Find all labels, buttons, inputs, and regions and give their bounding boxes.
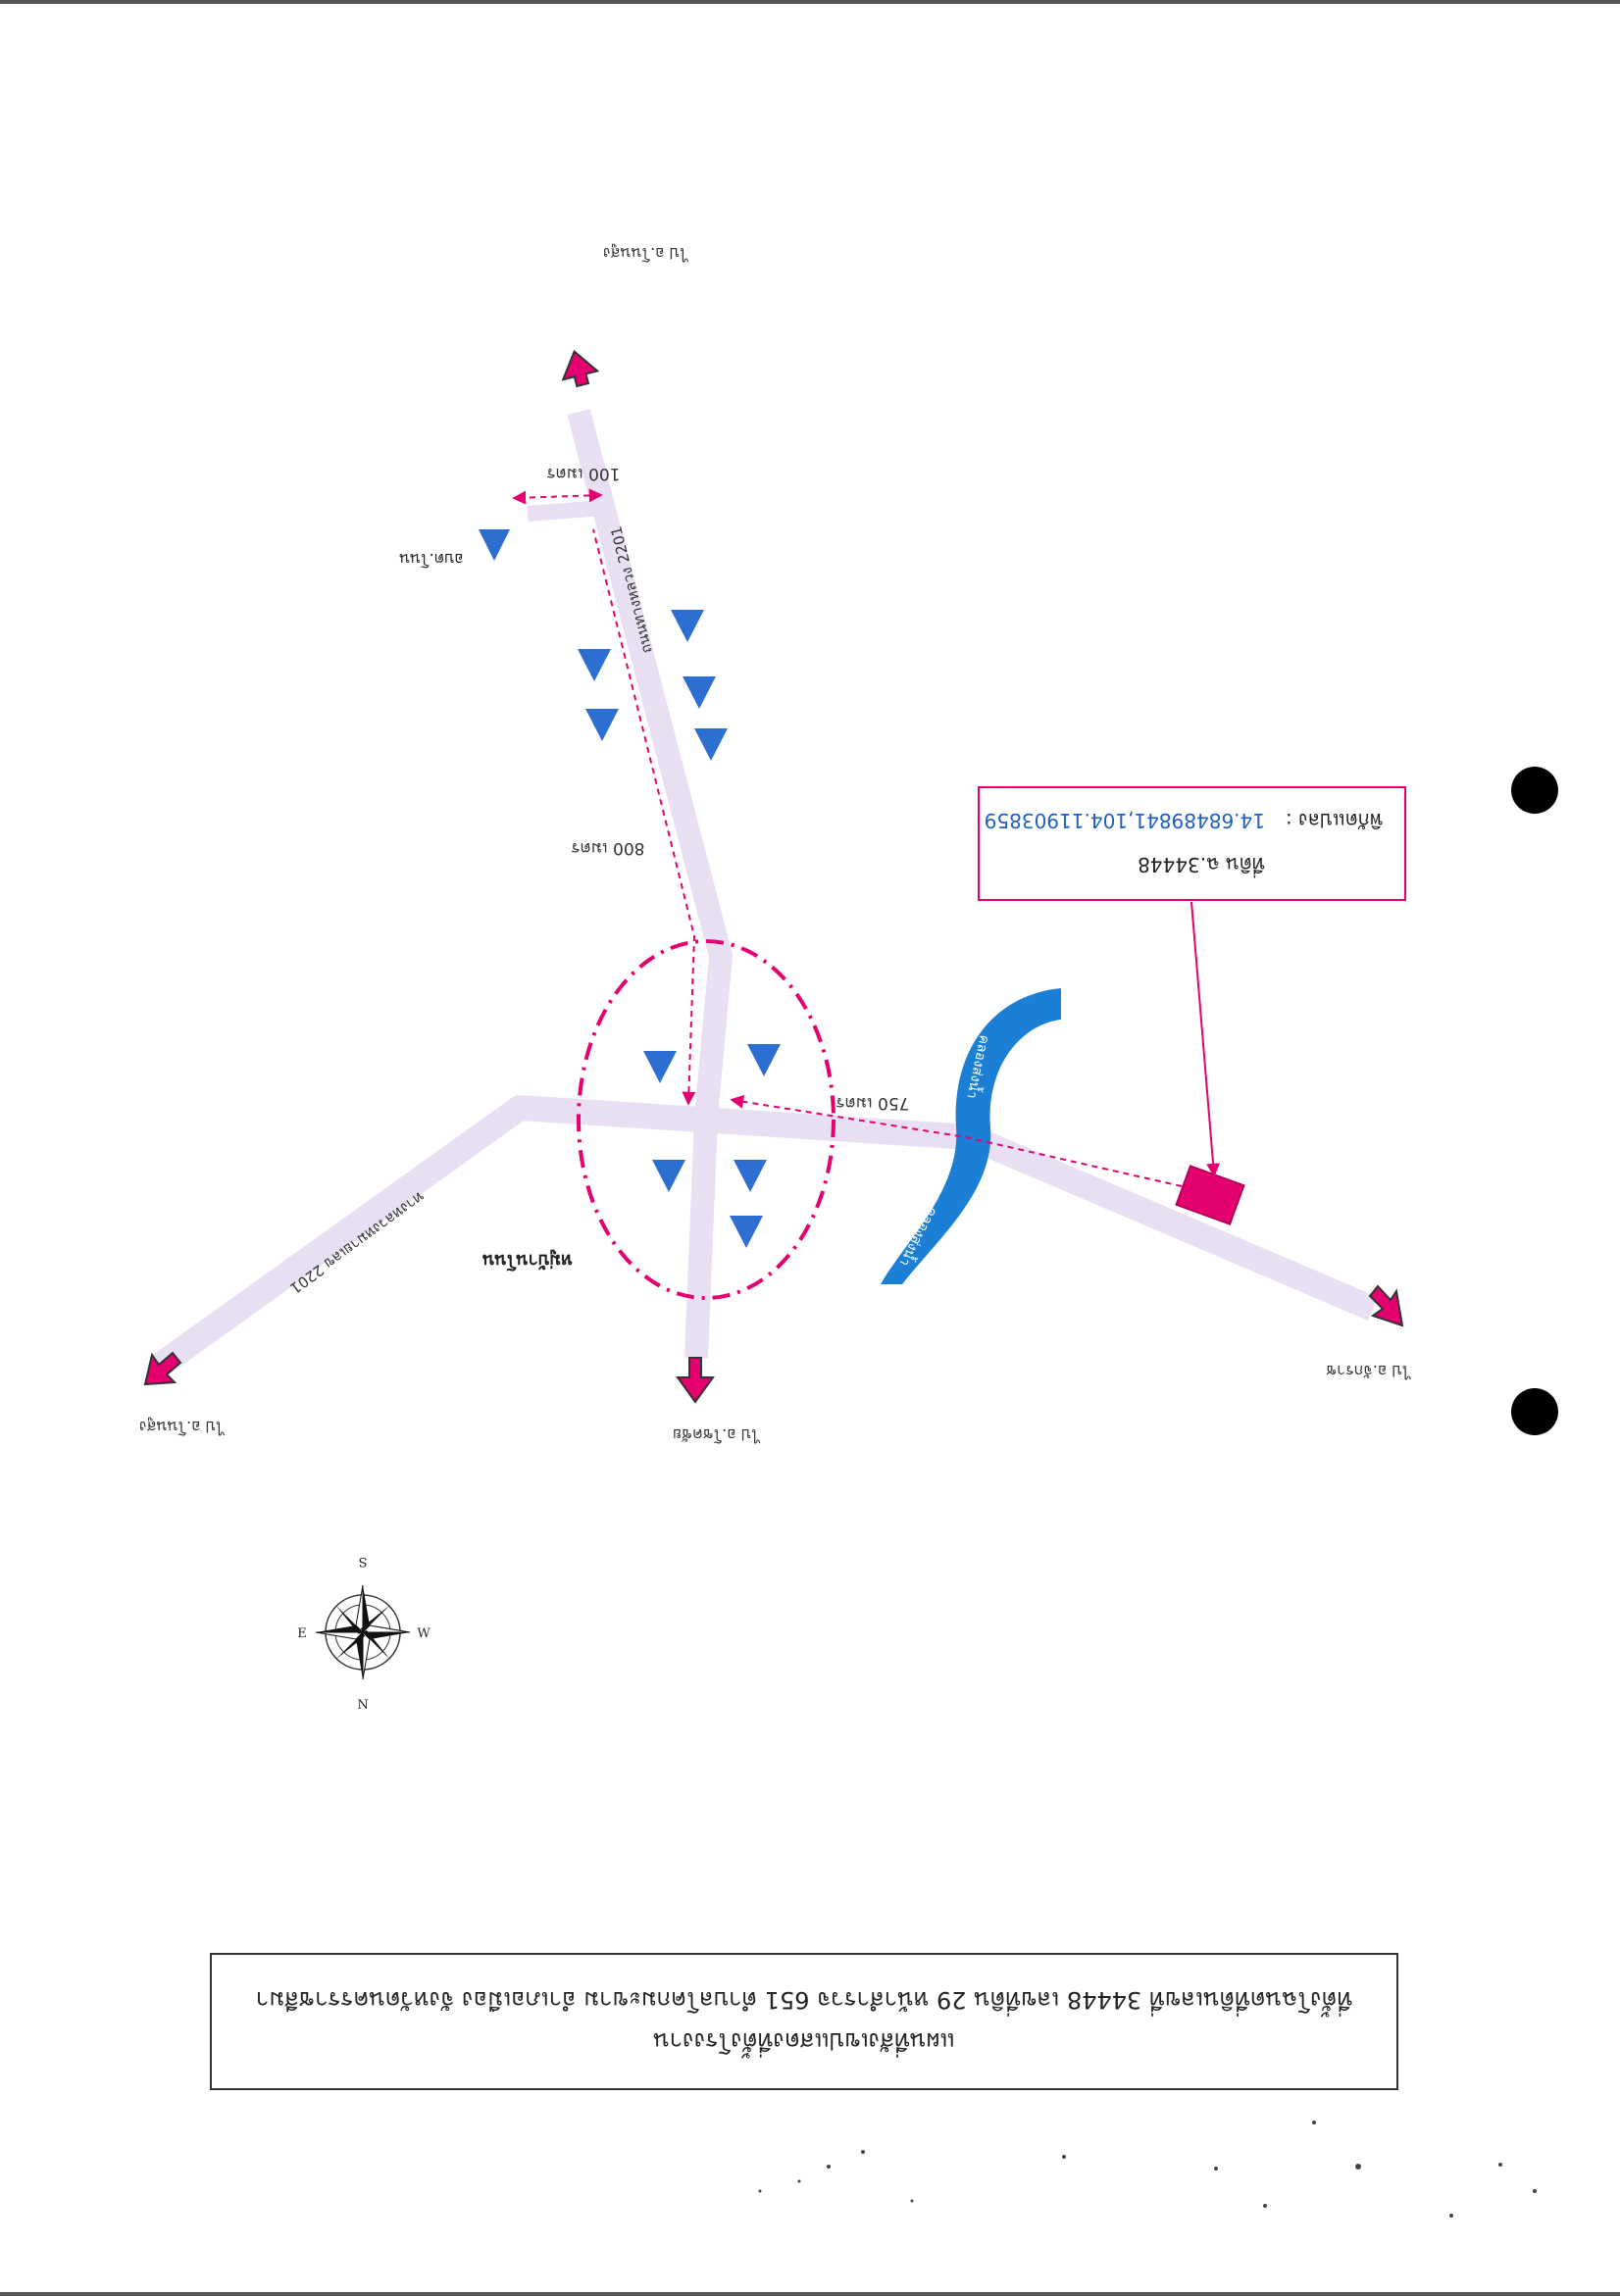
compass-rose: N S E W	[297, 1554, 430, 1713]
dest-top-label: ไป อ.โนนสูง	[603, 243, 689, 263]
arrow-southeast	[1368, 1284, 1404, 1327]
path-750m	[730, 1094, 1183, 1187]
landmark-markers	[479, 529, 781, 1248]
village-label: หมู่บ้านโนน	[481, 1249, 573, 1272]
north-road	[567, 408, 733, 1359]
dest-bottom-left-label: ไป อ.โนนสูง	[139, 1417, 226, 1436]
site-info-box	[978, 786, 1406, 901]
path-800m	[592, 528, 696, 1106]
distance-100m-label: 100 เมตร	[546, 464, 620, 483]
compass-w: W	[417, 1626, 430, 1641]
path-100m	[512, 488, 603, 505]
landmark-marker	[643, 1051, 677, 1083]
site-coord-label: พิกัดแปลง :	[1286, 809, 1383, 832]
landmark-marker	[671, 610, 704, 642]
main-road	[149, 1095, 1379, 1378]
page-bottom-edge	[0, 2292, 1620, 2296]
roads	[149, 408, 1379, 1378]
title-box	[210, 1953, 1398, 2090]
site-info-text: ที่ดิน ฉ.34448 พิกัดแปลง : 14.68489841,1…	[985, 809, 1383, 878]
title-text-group: แผนที่สังเขปแสดงที่ตั้งโรงงาน ที่ตั้งโฉน…	[256, 1986, 1352, 2059]
landmark-marker	[747, 1044, 781, 1076]
school-spur-road	[527, 500, 604, 522]
title-line1: แผนที่สังเขปแสดงที่ตั้งโรงงาน	[653, 2027, 955, 2059]
title-line2: ที่ตั้งโฉนดที่ดินเลขที่ 34448 เลขที่ดิน …	[256, 1986, 1352, 2018]
landmark-marker	[694, 728, 728, 761]
landmark-marker	[683, 676, 716, 709]
school-label: อบต.โนน	[399, 550, 464, 569]
dest-bottom-center-label: ไป อ.โชคชัย	[673, 1425, 761, 1444]
compass-n: N	[357, 1698, 368, 1713]
compass-e: E	[297, 1626, 307, 1641]
arrow-north	[561, 349, 600, 388]
dest-bottom-right-label: ไป อ.จักราช	[1326, 1362, 1412, 1380]
school-marker	[479, 529, 510, 561]
village-boundary	[577, 939, 835, 1300]
canal	[881, 988, 1061, 1284]
landmark-marker	[652, 1160, 685, 1192]
distance-800m-label: 800 เมตร	[571, 838, 644, 858]
landmark-marker	[578, 649, 611, 681]
scan-specks	[758, 2121, 1537, 2218]
arrow-south	[676, 1357, 715, 1404]
distance-750m-label: 750 เมตร	[835, 1093, 909, 1113]
direction-arrows	[143, 349, 1404, 1404]
site-coord-value: 14.68489841,104.11903859	[985, 809, 1265, 832]
arrow-southwest	[143, 1351, 182, 1386]
site-leader-line	[1190, 901, 1221, 1177]
landmark-marker	[730, 1216, 763, 1248]
site-deed-label: ที่ดิน ฉ.34448	[1138, 853, 1265, 878]
west-road-label: ทางหลวงหมายเลข 2201	[286, 1188, 428, 1298]
compass-s: S	[359, 1554, 368, 1569]
punch-hole	[1511, 767, 1558, 814]
landmark-marker	[734, 1160, 767, 1192]
punch-hole	[1511, 1388, 1558, 1435]
landmark-marker	[585, 709, 619, 741]
page-top-edge	[0, 0, 1620, 4]
